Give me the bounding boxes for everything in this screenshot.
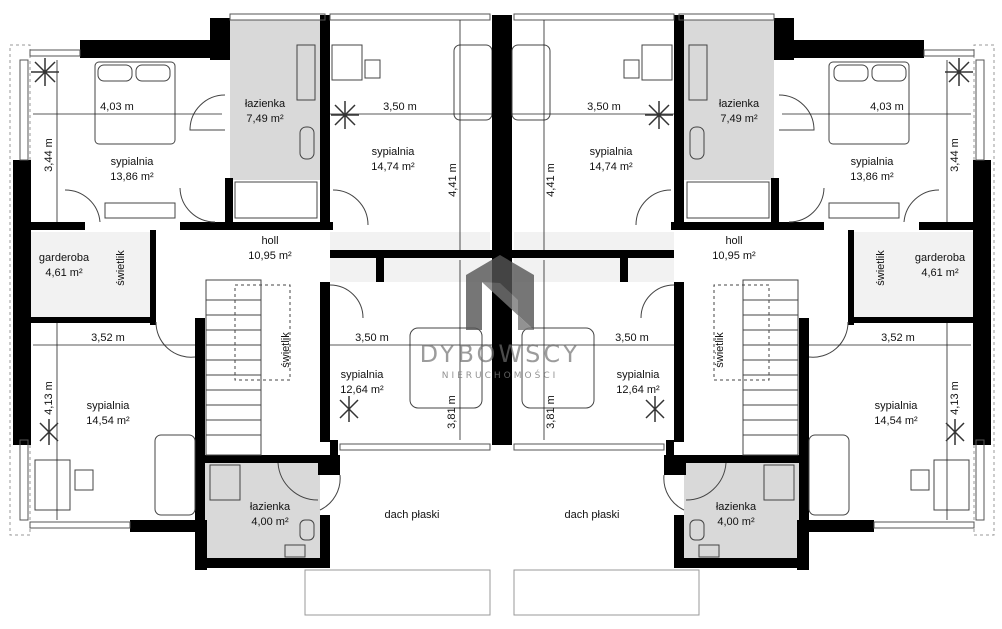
room-name: sypialnia <box>590 146 634 158</box>
dim-depth: 4,13 m <box>949 381 961 415</box>
dim-width: 3,52 m <box>881 332 915 344</box>
dim-width: 3,52 m <box>91 332 125 344</box>
room-area: 14,74 m² <box>371 161 415 173</box>
room-area: 12,64 m² <box>340 384 384 396</box>
room-name: dach płaski <box>384 509 439 521</box>
room-area: 13,86 m² <box>110 171 154 183</box>
room-name: łazienka <box>719 98 760 110</box>
room-name: sypialnia <box>875 400 919 412</box>
watermark-logo: DYBOWSCY NIERUCHOMOŚCI <box>420 255 581 381</box>
room-name: sypialnia <box>341 369 385 381</box>
right-unit-labels: 4,03 m 3,44 m sypialnia 13,86 m² łazienk… <box>545 98 966 528</box>
watermark-brand: DYBOWSCY <box>420 340 581 368</box>
watermark-subtitle: NIERUCHOMOŚCI <box>442 369 559 381</box>
skylight-label: świetlik <box>714 332 726 368</box>
room-area: 13,86 m² <box>850 171 894 183</box>
room-name: łazienka <box>716 501 757 513</box>
room-area: 4,61 m² <box>45 267 83 279</box>
dim-depth: 3,44 m <box>43 138 55 172</box>
dim-depth: 4,41 m <box>447 163 459 197</box>
room-area: 4,61 m² <box>921 267 959 279</box>
room-name: dach płaski <box>564 509 619 521</box>
room-area: 14,74 m² <box>589 161 633 173</box>
room-name: sypialnia <box>372 146 416 158</box>
room-name: sypialnia <box>111 156 155 168</box>
room-area: 7,49 m² <box>246 113 284 125</box>
dim-width: 3,50 m <box>383 101 417 113</box>
room-area: 4,00 m² <box>717 516 755 528</box>
room-area: 7,49 m² <box>720 113 758 125</box>
room-area: 12,64 m² <box>616 384 660 396</box>
room-name: sypialnia <box>617 369 661 381</box>
dim-width: 4,03 m <box>870 101 904 113</box>
dim-depth: 3,81 m <box>446 395 458 429</box>
room-name: łazienka <box>250 501 291 513</box>
dim-depth: 3,44 m <box>949 138 961 172</box>
room-name: garderoba <box>915 252 966 264</box>
room-name: łazienka <box>245 98 286 110</box>
room-name: holl <box>725 235 742 247</box>
dim-width: 3,50 m <box>355 332 389 344</box>
dim-width: 3,50 m <box>587 101 621 113</box>
dim-width: 4,03 m <box>100 101 134 113</box>
dim-depth: 4,41 m <box>545 163 557 197</box>
skylight-label: świetlik <box>280 332 292 368</box>
room-area: 10,95 m² <box>248 250 292 262</box>
room-name: sypialnia <box>87 400 131 412</box>
room-name: holl <box>261 235 278 247</box>
room-name: sypialnia <box>851 156 895 168</box>
dim-depth: 4,13 m <box>43 381 55 415</box>
skylight-label: świetlik <box>115 250 127 286</box>
skylight-label: świetlik <box>875 250 887 286</box>
room-area: 14,54 m² <box>86 415 130 427</box>
left-unit-labels: 4,03 m 3,44 m sypialnia 13,86 m² łazienk… <box>39 98 459 528</box>
dim-width: 3,50 m <box>615 332 649 344</box>
room-area: 14,54 m² <box>874 415 918 427</box>
room-name: garderoba <box>39 252 90 264</box>
dim-depth: 3,81 m <box>545 395 557 429</box>
room-area: 10,95 m² <box>712 250 756 262</box>
room-area: 4,00 m² <box>251 516 289 528</box>
